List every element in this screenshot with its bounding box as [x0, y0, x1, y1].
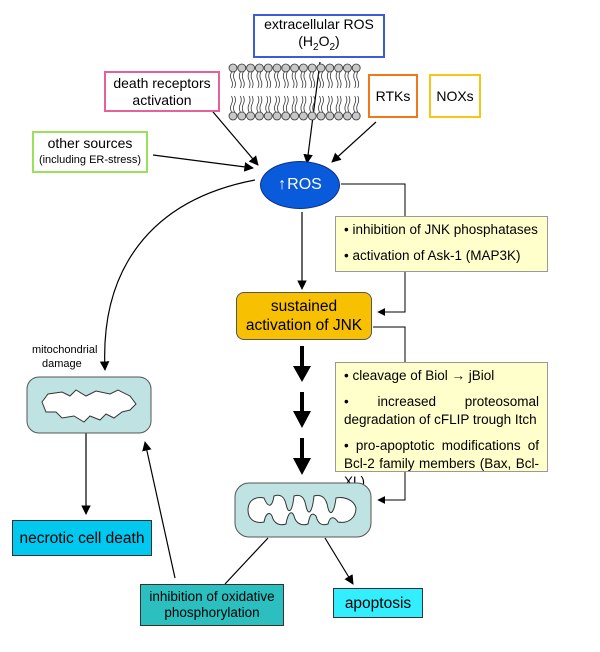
- death-receptors-box: death receptors activation: [104, 71, 220, 112]
- up-arrow-icon: ↑: [278, 176, 287, 193]
- apoptosis-label: apoptosis: [344, 594, 412, 612]
- mitochondrion-icon: [234, 482, 372, 538]
- death-receptors-line1: death receptors: [113, 74, 211, 91]
- jnk-effect-item: • cleavage of Biol → jBiol: [344, 368, 495, 383]
- other-sources-line2: (including ER-stress): [38, 154, 142, 166]
- other-sources-line1: other sources: [47, 135, 133, 151]
- rtks-box: RTKs: [368, 74, 418, 118]
- arrow-rtks-to-ros: [331, 121, 377, 163]
- noxs-label: NOXs: [436, 87, 474, 104]
- jnk-regulator-item: • activation of Ask-1 (MAP3K): [344, 248, 521, 263]
- arrow-ros-to-mito-damage: [99, 179, 256, 371]
- arrow-mito-to-apoptosis: [324, 537, 354, 585]
- extracellular-ros-formula: (H2O2): [298, 33, 340, 53]
- line-mito-to-oxphos: [224, 537, 269, 585]
- noxs-box: NOXs: [429, 74, 481, 118]
- arrow-death-receptors-to-ros: [207, 105, 259, 166]
- ros-node: ↑ROS: [260, 161, 340, 209]
- oxphos-line1: inhibition of oxidative: [149, 589, 275, 604]
- membrane-bilayer: [228, 63, 361, 121]
- extracellular-ros-box: extracellular ROS (H2O2): [253, 14, 385, 58]
- jnk-regulators-box: • inhibition of JNK phosphatases • activ…: [335, 216, 548, 272]
- thick-arrows: [293, 346, 311, 475]
- oxphos-line2: phosphorylation: [164, 605, 260, 620]
- other-sources-box: other sources (including ER-stress): [32, 131, 148, 173]
- necrotic-label: necrotic cell death: [19, 529, 145, 547]
- jnk-line1: sustained: [270, 298, 338, 315]
- jnk-regulator-item: • inhibition of JNK phosphatases: [344, 222, 538, 237]
- jnk-activation-box: sustained activation of JNK: [236, 292, 372, 340]
- rtks-label: RTKs: [375, 87, 411, 104]
- arrow-oxphos-to-mito-damage: [142, 441, 176, 579]
- jnk-effect-item: • increased proteosomal degradation of c…: [344, 394, 539, 427]
- mito-damage-label: mitochondrial damage: [32, 344, 98, 370]
- damaged-mitochondrion-icon: [26, 376, 152, 434]
- arrow-other-sources-to-ros: [152, 154, 254, 172]
- jnk-line2: activation of JNK: [245, 317, 363, 334]
- death-receptors-line2: activation: [132, 91, 192, 108]
- necrotic-cell-death-box: necrotic cell death: [12, 520, 152, 556]
- ros-label: ROS: [287, 176, 322, 193]
- jnk-effect-item: • pro-apoptotic modifications of Bcl-2 f…: [344, 438, 539, 489]
- oxphos-inhibition-box: inhibition of oxidative phosphorylation: [140, 584, 284, 626]
- extracellular-ros-line1: extracellular ROS: [264, 16, 374, 33]
- jnk-effects-box: • cleavage of Biol → jBiol • increased p…: [335, 362, 548, 489]
- apoptosis-box: apoptosis: [333, 588, 423, 618]
